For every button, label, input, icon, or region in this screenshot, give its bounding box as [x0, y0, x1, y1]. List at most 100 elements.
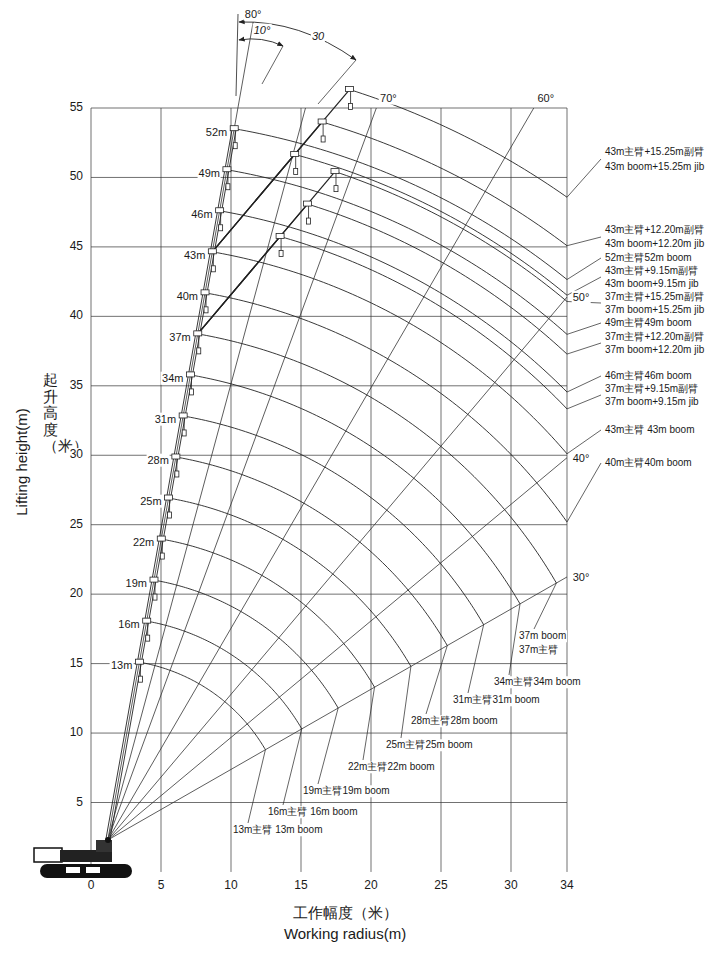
hoist-rope: [184, 418, 185, 430]
hook: [197, 348, 201, 354]
tick-label: 45: [69, 240, 84, 254]
tick-label: 15: [69, 657, 84, 671]
angle-line: [108, 297, 567, 840]
crawler-track: [40, 864, 132, 878]
grid-line: [567, 108, 568, 872]
boom-pivot: [105, 837, 111, 843]
boom-head: [165, 495, 173, 500]
height-curve: [234, 129, 567, 479]
leader-line: [567, 463, 601, 522]
boom-length-label: 22m: [132, 536, 155, 549]
boom-length-label: 43m: [183, 248, 206, 261]
hook: [211, 266, 215, 272]
hook-block: [346, 87, 354, 110]
grid-line: [231, 108, 232, 872]
jib: [212, 154, 294, 251]
leader-line: [401, 666, 411, 738]
hoist-rope: [140, 664, 141, 676]
curve-label: 16m主臂 16m boom: [267, 806, 358, 818]
angle-line: [108, 577, 567, 840]
tick-label: 0: [87, 879, 96, 893]
hook: [294, 168, 298, 174]
hoist-rope: [227, 172, 228, 184]
grid-line: [91, 663, 567, 664]
hook-block: [216, 208, 224, 231]
angle-lines: [108, 22, 567, 840]
hook-block: [208, 249, 216, 272]
hoist-rope: [281, 239, 282, 251]
curve-label: 43m boom+9.15m jib: [604, 278, 700, 290]
leader-line: [567, 258, 601, 280]
height-curve: [169, 498, 411, 666]
angle-dimension: 10°: [253, 24, 272, 37]
dimension-arc: [239, 39, 283, 46]
grid-line: [511, 108, 512, 872]
boom-length-label: 40m: [176, 290, 199, 303]
leader-lines: [248, 159, 601, 823]
hook: [321, 136, 325, 142]
hook: [334, 186, 338, 192]
curve-label: 37m主臂: [518, 644, 559, 656]
crane-body: [34, 837, 132, 878]
extension-line: [318, 60, 356, 104]
hook-block: [201, 290, 209, 313]
height-curve: [154, 580, 338, 708]
tick-label: 35: [69, 379, 84, 393]
hook-block: [223, 167, 231, 190]
boom-head: [179, 413, 187, 418]
hoist-rope: [176, 459, 177, 471]
boom-length-label: 46m: [190, 207, 213, 220]
leader-line: [567, 323, 601, 334]
boom-head: [135, 659, 143, 664]
hoist-rope: [350, 92, 351, 104]
leader-line: [567, 343, 601, 354]
leader-line: [567, 430, 601, 454]
grid-line: [91, 802, 567, 803]
hoist-rope: [198, 336, 199, 348]
leader-line: [283, 729, 302, 805]
boom-length-label: 37m: [168, 331, 191, 344]
jib-height-curve: [350, 90, 567, 447]
boom-drawing: [106, 87, 354, 841]
height-curve: [161, 539, 374, 687]
boom-chord: [106, 128, 232, 839]
angle-line: [108, 22, 253, 840]
track-detail: [86, 867, 100, 873]
boom-length-label: 34m: [161, 372, 184, 385]
curve-label: 43m boom+12.20m jib: [604, 238, 705, 250]
curve-label: 37m boom+9.15m jib: [604, 396, 700, 408]
hoist-rope: [323, 124, 324, 136]
boom-head: [331, 169, 339, 174]
hoist-rope: [295, 156, 296, 168]
hook: [307, 218, 311, 224]
tick-label: 25: [69, 518, 84, 532]
curve-label: 43m主臂+15.25m副臂: [604, 146, 705, 158]
axis-title: 起升高度（米）: [43, 372, 58, 455]
hook: [153, 594, 157, 600]
curve-label: 49m主臂49m boom: [604, 317, 693, 329]
tick-label: 30: [69, 448, 84, 462]
boom-head: [216, 208, 224, 213]
boom-head: [143, 618, 151, 623]
curve-label: 43m boom+15.25m jib: [604, 161, 705, 173]
hook: [160, 553, 164, 559]
curve-label: 43m主臂+9.15m副臂: [604, 265, 699, 277]
angle-label: 30°: [572, 571, 591, 584]
leader-line: [567, 159, 601, 197]
grid-line: [301, 108, 302, 872]
angle-label: 50°: [572, 291, 591, 304]
boom-head: [208, 249, 216, 254]
boom-length-label: 28m: [146, 454, 169, 467]
curve-label: 46m主臂46m boom: [604, 370, 693, 382]
boom-head: [157, 536, 165, 541]
track-detail: [66, 867, 80, 873]
grid-line: [91, 108, 92, 872]
boom-head: [172, 454, 180, 459]
hook-block: [276, 234, 284, 257]
height-curve: [227, 170, 567, 500]
counterweight: [34, 848, 62, 862]
hoist-rope: [169, 500, 170, 512]
height-curve: [147, 621, 302, 729]
curve-label: 22m主臂22m boom: [347, 761, 436, 773]
hook-block: [186, 372, 194, 395]
